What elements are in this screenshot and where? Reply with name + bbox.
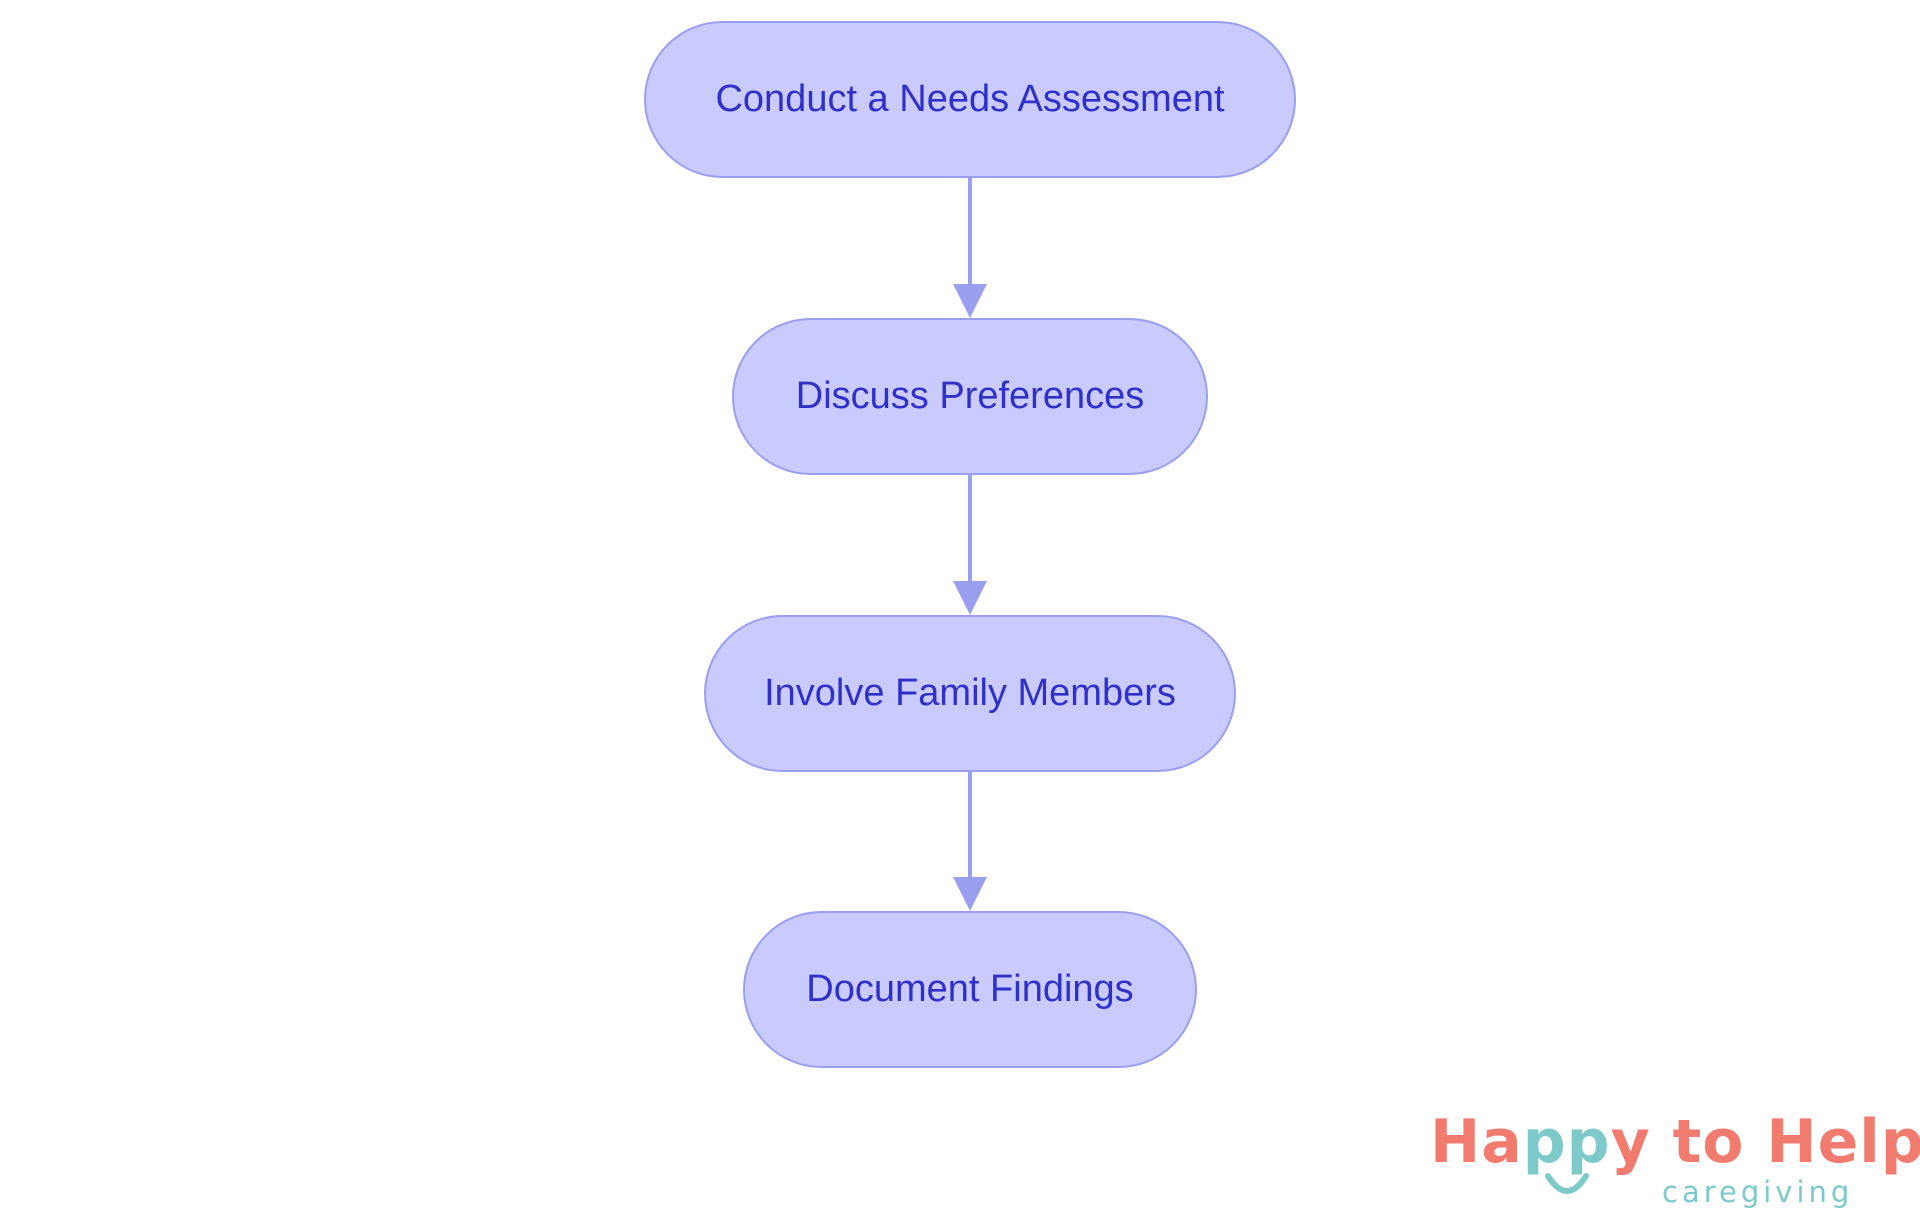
brand-logo: Happy to Help caregiving [1430,1112,1920,1212]
node-label: Document Findings [806,968,1134,1010]
node-involve-family-members: Involve Family Members [704,615,1236,772]
logo-highlight: pp [1522,1107,1611,1177]
node-document-findings: Document Findings [743,911,1197,1068]
logo-subtitle: caregiving [1662,1175,1854,1209]
node-label: Discuss Preferences [795,375,1145,417]
arrow-n3-n4 [953,772,987,911]
node-label: Involve Family Members [764,672,1176,714]
logo-wordmark: Happy to Help [1430,1112,1920,1172]
smile-icon [1545,1173,1589,1194]
node-conduct-needs-assessment: Conduct a Needs Assessment [644,21,1296,178]
node-label: Conduct a Needs Assessment [715,78,1225,120]
logo-suffix: y to Help [1610,1107,1920,1177]
logo-prefix: Ha [1430,1107,1523,1177]
node-discuss-preferences: Discuss Preferences [732,318,1208,475]
arrow-n2-n3 [953,475,987,615]
arrow-n1-n2 [953,178,987,318]
